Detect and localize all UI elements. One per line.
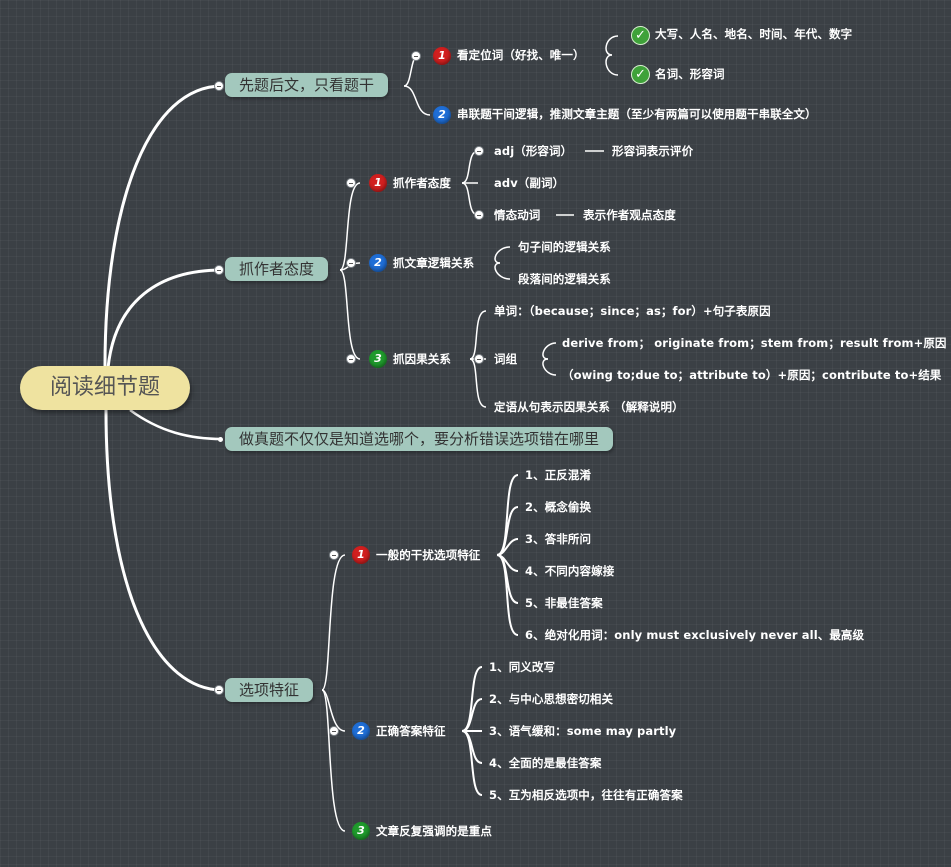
root-node[interactable]: 阅读细节题 — [20, 366, 190, 410]
leaf-phrases[interactable]: 词组 — [494, 352, 518, 366]
leaf-paragraph-logic[interactable]: 段落间的逻辑关系 — [518, 272, 611, 286]
leaf-adverb[interactable]: adv（副词） — [494, 176, 565, 190]
branch-topic-option-features[interactable]: 选项特征 — [225, 678, 314, 702]
branch-topic-author-attitude[interactable]: 抓作者态度 — [225, 257, 329, 281]
subtopic-repeated-emphasis[interactable]: 文章反复强调的是重点 — [376, 824, 492, 838]
leaf-distractor-1[interactable]: 1、正反混淆 — [525, 468, 592, 482]
leaf-phrase-owing-to[interactable]: （owing to;due to；attribute to）+原因；contri… — [562, 368, 942, 382]
collapse-toggle[interactable] — [474, 354, 484, 364]
priority-2-icon: 2 — [369, 254, 387, 272]
checkmark-icon: ✓ — [631, 26, 650, 45]
collapse-toggle[interactable] — [329, 726, 339, 736]
subtopic-distractor-features[interactable]: 一般的干扰选项特征 — [376, 548, 481, 562]
leaf-nouns-adjectives[interactable]: 名词、形容词 — [655, 67, 725, 81]
branch-topic-read-questions-first[interactable]: 先题后文，只看题干 — [225, 73, 389, 97]
priority-2-icon: 2 — [352, 722, 370, 740]
leaf-correct-2[interactable]: 2、与中心思想密切相关 — [489, 692, 614, 706]
collapse-toggle[interactable] — [474, 210, 484, 220]
collapse-toggle[interactable] — [346, 258, 356, 268]
priority-3-icon: 3 — [352, 822, 370, 840]
subtopic-text-logic[interactable]: 抓文章逻辑关系 — [393, 256, 475, 270]
leaf-sentence-logic[interactable]: 句子间的逻辑关系 — [518, 240, 611, 254]
leaf-correct-4[interactable]: 4、全面的是最佳答案 — [489, 756, 602, 770]
leaf-distractor-2[interactable]: 2、概念偷换 — [525, 500, 592, 514]
leaf-distractor-3[interactable]: 3、答非所问 — [525, 532, 592, 546]
leaf-cause-words[interactable]: 单词：（because；since；as；for）+句子表原因 — [494, 304, 771, 318]
branch-topic-analyze-wrong-options[interactable]: 做真题不仅仅是知道选哪个，要分析错误选项错在哪里 — [225, 427, 614, 451]
priority-2-icon: 2 — [433, 106, 451, 124]
leaf-modal-verbs[interactable]: 情态动词 — [494, 208, 541, 222]
leaf-attributive-clause[interactable]: 定语从句表示因果关系 （解释说明） — [494, 400, 684, 414]
subtopic-correct-answer-features[interactable]: 正确答案特征 — [376, 724, 446, 738]
leaf-distractor-5[interactable]: 5、非最佳答案 — [525, 596, 603, 610]
subtopic-author-attitude[interactable]: 抓作者态度 — [393, 176, 451, 190]
note-modal-verbs-attitude[interactable]: 表示作者观点态度 — [583, 208, 676, 222]
collapse-toggle[interactable] — [214, 265, 224, 275]
leaf-correct-1[interactable]: 1、同义改写 — [489, 660, 556, 674]
subtopic-link-question-logic[interactable]: 串联题干间逻辑，推测文章主题（至少有两篇可以使用题干串联全文） — [457, 107, 817, 121]
priority-1-icon: 1 — [433, 47, 451, 65]
branch-dot — [218, 437, 223, 442]
priority-1-icon: 1 — [352, 546, 370, 564]
collapse-toggle[interactable] — [346, 178, 356, 188]
priority-1-icon: 1 — [369, 174, 387, 192]
collapse-toggle[interactable] — [474, 146, 484, 156]
leaf-correct-5[interactable]: 5、互为相反选项中，往往有正确答案 — [489, 788, 683, 802]
leaf-phrase-derive-from[interactable]: derive from； originate from；stem from；re… — [562, 336, 947, 350]
collapse-toggle[interactable] — [346, 354, 356, 364]
subtopic-cause-effect[interactable]: 抓因果关系 — [393, 352, 451, 366]
leaf-correct-3[interactable]: 3、语气缓和：some may partly — [489, 724, 677, 738]
collapse-toggle[interactable] — [329, 550, 339, 560]
collapse-toggle[interactable] — [214, 81, 224, 91]
priority-3-icon: 3 — [369, 350, 387, 368]
leaf-adjective[interactable]: adj（形容词） — [494, 144, 573, 158]
leaf-keyword-types[interactable]: 大写、人名、地名、时间、年代、数字 — [655, 27, 853, 41]
leaf-distractor-6[interactable]: 6、绝对化用词：only must exclusively never all、… — [525, 628, 865, 642]
collapse-toggle[interactable] — [214, 685, 224, 695]
subtopic-locate-keywords[interactable]: 看定位词（好找、唯一） — [457, 48, 585, 62]
leaf-distractor-4[interactable]: 4、不同内容嫁接 — [525, 564, 615, 578]
note-adjective-evaluation[interactable]: 形容词表示评价 — [612, 144, 694, 158]
collapse-toggle[interactable] — [411, 51, 421, 61]
checkmark-icon: ✓ — [631, 65, 650, 84]
